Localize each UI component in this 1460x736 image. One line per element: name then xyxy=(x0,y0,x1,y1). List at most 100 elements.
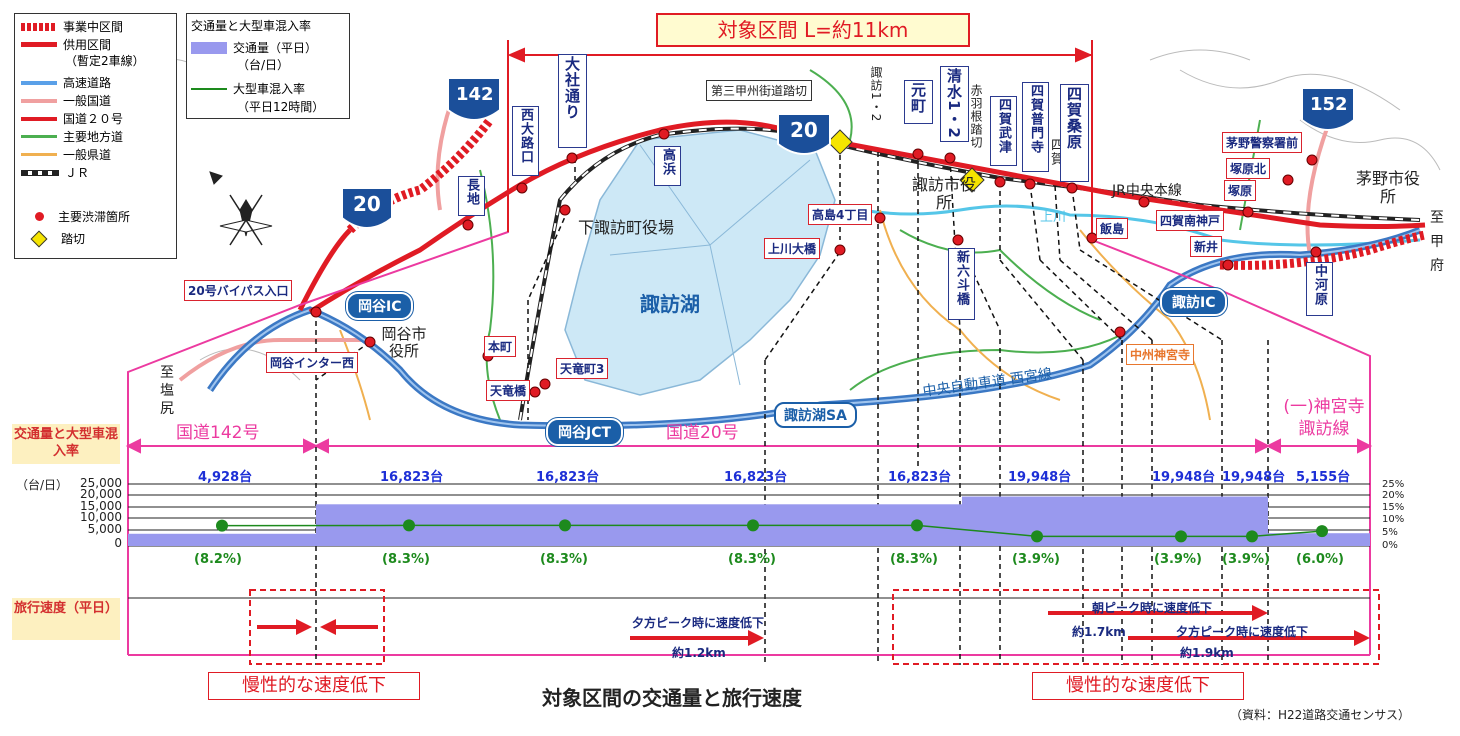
section-arrows xyxy=(125,438,1373,454)
r-tick: 0% xyxy=(1382,540,1398,551)
label-motomachi: 本町 xyxy=(484,336,517,357)
legend-volume: 交通量（平日） xyxy=(191,39,317,56)
legend-label: 踏切 xyxy=(61,232,86,246)
r-tick: 15% xyxy=(1382,502,1405,513)
legend-expressway: 高速道路 xyxy=(21,74,111,91)
legend-under-construction: 事業中区間 xyxy=(21,18,123,35)
label-tenryucho: 天竜町3 xyxy=(556,358,609,379)
speed-arrows xyxy=(257,605,1370,646)
volume-swatch xyxy=(191,41,227,54)
figure-caption: 対象区間の交通量と旅行速度 xyxy=(542,686,802,710)
ratio-label: (8.3%) xyxy=(728,552,776,567)
source-note: （資料：H22道路交通センサス） xyxy=(1230,708,1411,722)
label-tsukahara: 塚原 xyxy=(1224,180,1257,201)
ratio-point xyxy=(911,519,923,532)
label-shimosuwa: 下諏訪町役場 xyxy=(578,218,675,237)
slow-zones xyxy=(249,589,1380,665)
suwako-sa-marker: 諏訪湖SA xyxy=(774,402,857,428)
row-head-volume: 交通量と大型車混入率 xyxy=(12,424,120,464)
legend-congestion: 主要渋滞箇所 xyxy=(35,208,130,225)
road-legend: 事業中区間 供用区間 （暫定2車線） 高速道路 一般国道 国道２０号 主要地方道… xyxy=(14,13,177,259)
legend-crossing: 踏切 xyxy=(30,230,86,247)
label-iijima: 飯島 xyxy=(1096,218,1129,239)
legend-volume-unit: （台/日） xyxy=(237,58,290,72)
label-chino-city: 茅野市役所 xyxy=(1356,169,1421,206)
traffic-legend-title: 交通量と大型車混入率 xyxy=(191,19,312,33)
y-tick: 5,000 xyxy=(87,522,122,536)
ratio-label: (3.9%) xyxy=(1154,552,1202,567)
ratio-point xyxy=(1246,530,1258,543)
label-jr-chuo: JR中央本線 xyxy=(1112,183,1182,199)
row-head-speed: 旅行速度（平日） xyxy=(12,598,120,640)
legend-temp-2lane: （暫定2車線） xyxy=(65,52,145,69)
label-kamikawa-bashi: 上川大橋 xyxy=(764,238,821,259)
y-tick: 25,000 xyxy=(80,476,122,490)
label-kamikawa: 上川 xyxy=(1040,210,1067,225)
ratio-point xyxy=(216,519,228,532)
label-shiga-fugen: 四賀普門寺 xyxy=(1022,82,1049,172)
label-okaya-city: 岡谷市役所 xyxy=(381,325,427,360)
legend-label: 高速道路 xyxy=(63,76,112,90)
legend-label: 一般国道 xyxy=(63,94,112,108)
label-tsukahara-kita: 塚原北 xyxy=(1226,158,1271,179)
legend-label: （暫定2車線） xyxy=(65,54,145,68)
main-pref-swatch xyxy=(21,135,57,138)
volume-label: 5,155台 xyxy=(1296,470,1351,485)
r-tick: 10% xyxy=(1382,514,1405,525)
volume-label: 16,823台 xyxy=(536,470,600,485)
label-to-shiojiri: 至塩尻 xyxy=(160,365,174,417)
okaya-jct-marker: 岡谷JCT xyxy=(546,418,624,446)
volume-bars xyxy=(128,496,1370,546)
y-tick: 20,000 xyxy=(80,487,122,501)
legend-route20: 国道２０号 xyxy=(21,110,123,127)
volume-label: 19,948台 xyxy=(1008,470,1072,485)
label-nakagawara: 中河原 xyxy=(1306,262,1333,316)
volume-label: 19,948台 xyxy=(1152,470,1216,485)
okaya-ic-marker: 岡谷IC xyxy=(346,292,414,320)
jr-swatch xyxy=(21,169,59,176)
legend-national: 一般国道 xyxy=(21,92,111,109)
compass-icon xyxy=(209,171,273,246)
legend-pref: 一般県道 xyxy=(21,146,111,163)
volume-label: 16,823台 xyxy=(724,470,788,485)
congestion-dot-icon xyxy=(35,212,44,221)
congestion-points xyxy=(310,128,1322,398)
section-r20: 国道20号 xyxy=(666,423,739,443)
dist-1-label: 約1.2km xyxy=(672,646,726,660)
crossing-markers xyxy=(827,129,985,193)
section-r142: 国道142号 xyxy=(176,423,260,443)
legend-label: 国道２０号 xyxy=(63,112,124,126)
label-shin-rokuto: 新六斗橋 xyxy=(948,248,975,320)
volume-bar xyxy=(128,533,316,546)
route20-under-construction-east xyxy=(1219,230,1426,270)
y-tick: 15,000 xyxy=(80,499,122,513)
r-tick: 5% xyxy=(1382,527,1398,538)
ratio-label: (3.9%) xyxy=(1012,552,1060,567)
label-takahama: 高浜 xyxy=(654,146,681,186)
legend-ratio-unit: （平日12時間） xyxy=(237,100,325,114)
target-section-title: 対象区間 L=約11km xyxy=(656,13,970,47)
pref-swatch xyxy=(21,153,57,156)
legend-label: ＪＲ xyxy=(65,166,90,180)
label-arai: 新井 xyxy=(1190,236,1223,257)
morning-drop-label: 朝ピーク時に速度低下 xyxy=(1092,601,1213,615)
label-shimizu: 清水1・2 xyxy=(940,66,969,142)
legend-label: 事業中区間 xyxy=(63,20,124,34)
evening-drop-label-2: 夕方ピーク時に速度低下 xyxy=(1176,625,1309,639)
suwa-ic-marker: 諏訪IC xyxy=(1160,288,1228,316)
ratio-point xyxy=(1316,525,1328,538)
label-shiga2: 四賀 xyxy=(1048,138,1063,166)
ratio-point xyxy=(747,519,759,532)
ratio-point xyxy=(1031,530,1043,543)
route20-swatch xyxy=(21,116,57,121)
y-tick: 10,000 xyxy=(80,510,122,524)
route-20-shield-east: 20 xyxy=(790,118,818,142)
ratio-point xyxy=(403,519,415,532)
legend-label: 一般県道 xyxy=(63,148,112,162)
target-range-arrow xyxy=(507,40,1093,240)
expressway-swatch xyxy=(21,80,57,85)
route-20-shield-west: 20 xyxy=(353,192,381,216)
label-crossing-3: 第三甲州街道踏切 xyxy=(706,80,813,101)
label-suwa-1-2: 諏訪1・2 xyxy=(869,66,883,123)
